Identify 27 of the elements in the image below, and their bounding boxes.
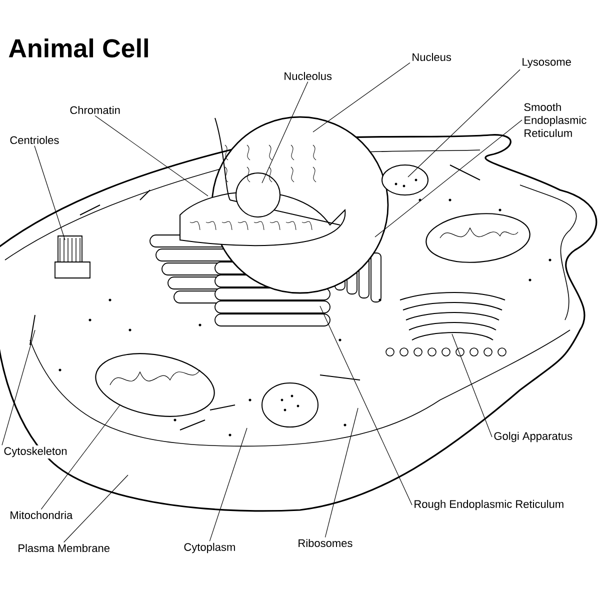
part-label: Ribosomes xyxy=(296,537,354,549)
part-label: Smooth Endoplasmic Reticulum xyxy=(522,101,600,139)
leader-line xyxy=(34,145,66,240)
part-label: Cytoskeleton xyxy=(2,445,69,459)
part-label: Rough Endoplasmic Reticulum xyxy=(412,498,566,512)
part-label: Centrioles xyxy=(8,134,61,146)
leader-line xyxy=(2,330,36,446)
leader-line xyxy=(320,306,412,506)
title: Animal Cell xyxy=(8,38,148,58)
part-label: Cytoplasm xyxy=(182,541,238,555)
leader-line xyxy=(374,120,522,238)
part-label: Nucleolus xyxy=(282,70,334,82)
leader-line xyxy=(40,404,120,510)
leader-line xyxy=(452,334,492,438)
part-label: Plasma Membrane xyxy=(16,542,112,554)
part-label: Nucleus xyxy=(410,51,453,63)
part-label: Lysosome xyxy=(520,56,573,70)
leader-line xyxy=(64,474,128,543)
leader-line xyxy=(312,62,410,132)
leader-line xyxy=(94,115,208,196)
leader-line xyxy=(408,69,520,178)
part-label: Chromatin xyxy=(68,104,122,116)
leader-line xyxy=(209,428,248,542)
leader-line xyxy=(262,81,308,184)
part-label: Mitochondria xyxy=(8,509,74,521)
leader-line xyxy=(324,408,358,538)
part-label: Golgi Apparatus xyxy=(492,430,574,444)
